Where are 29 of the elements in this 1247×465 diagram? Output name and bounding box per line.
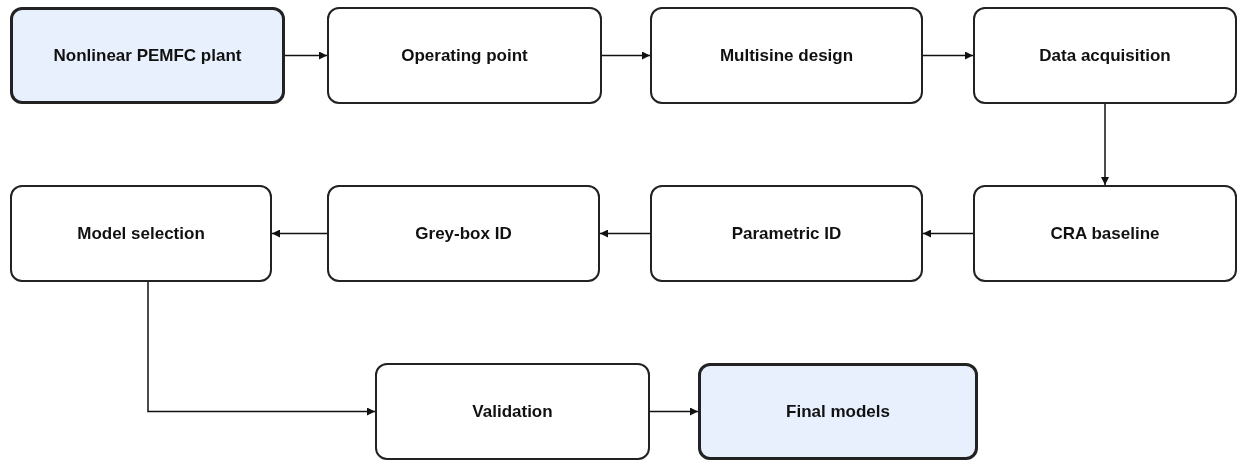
box-label: Multisine design — [719, 45, 854, 66]
box-label: Grey-box ID — [415, 223, 512, 244]
box-label: Model selection — [77, 223, 205, 244]
process-box — [327, 7, 602, 104]
arrow — [1101, 103, 1109, 186]
process-box — [650, 7, 923, 104]
box-label: Nonlinear PEMFC plant — [53, 45, 242, 66]
arrow — [147, 281, 376, 416]
arrow — [922, 51, 974, 60]
process-box — [973, 7, 1237, 104]
box-label: Parametric ID — [731, 223, 842, 244]
process-box — [650, 185, 923, 282]
arrow — [284, 51, 328, 60]
box-label: Final models — [786, 401, 890, 422]
arrow — [271, 229, 328, 238]
arrow — [601, 51, 651, 60]
box-label: Data acquisition — [1039, 45, 1171, 66]
arrow — [649, 407, 699, 416]
process-box — [698, 363, 978, 460]
process-box — [10, 7, 285, 104]
box-label: Validation — [472, 401, 553, 422]
process-box — [973, 185, 1237, 282]
process-box — [10, 185, 272, 282]
arrow — [922, 229, 974, 238]
process-box — [327, 185, 600, 282]
arrow — [599, 229, 651, 238]
box-label: CRA baseline — [1050, 223, 1160, 244]
box-label: Operating point — [401, 45, 528, 66]
process-box — [375, 363, 650, 460]
